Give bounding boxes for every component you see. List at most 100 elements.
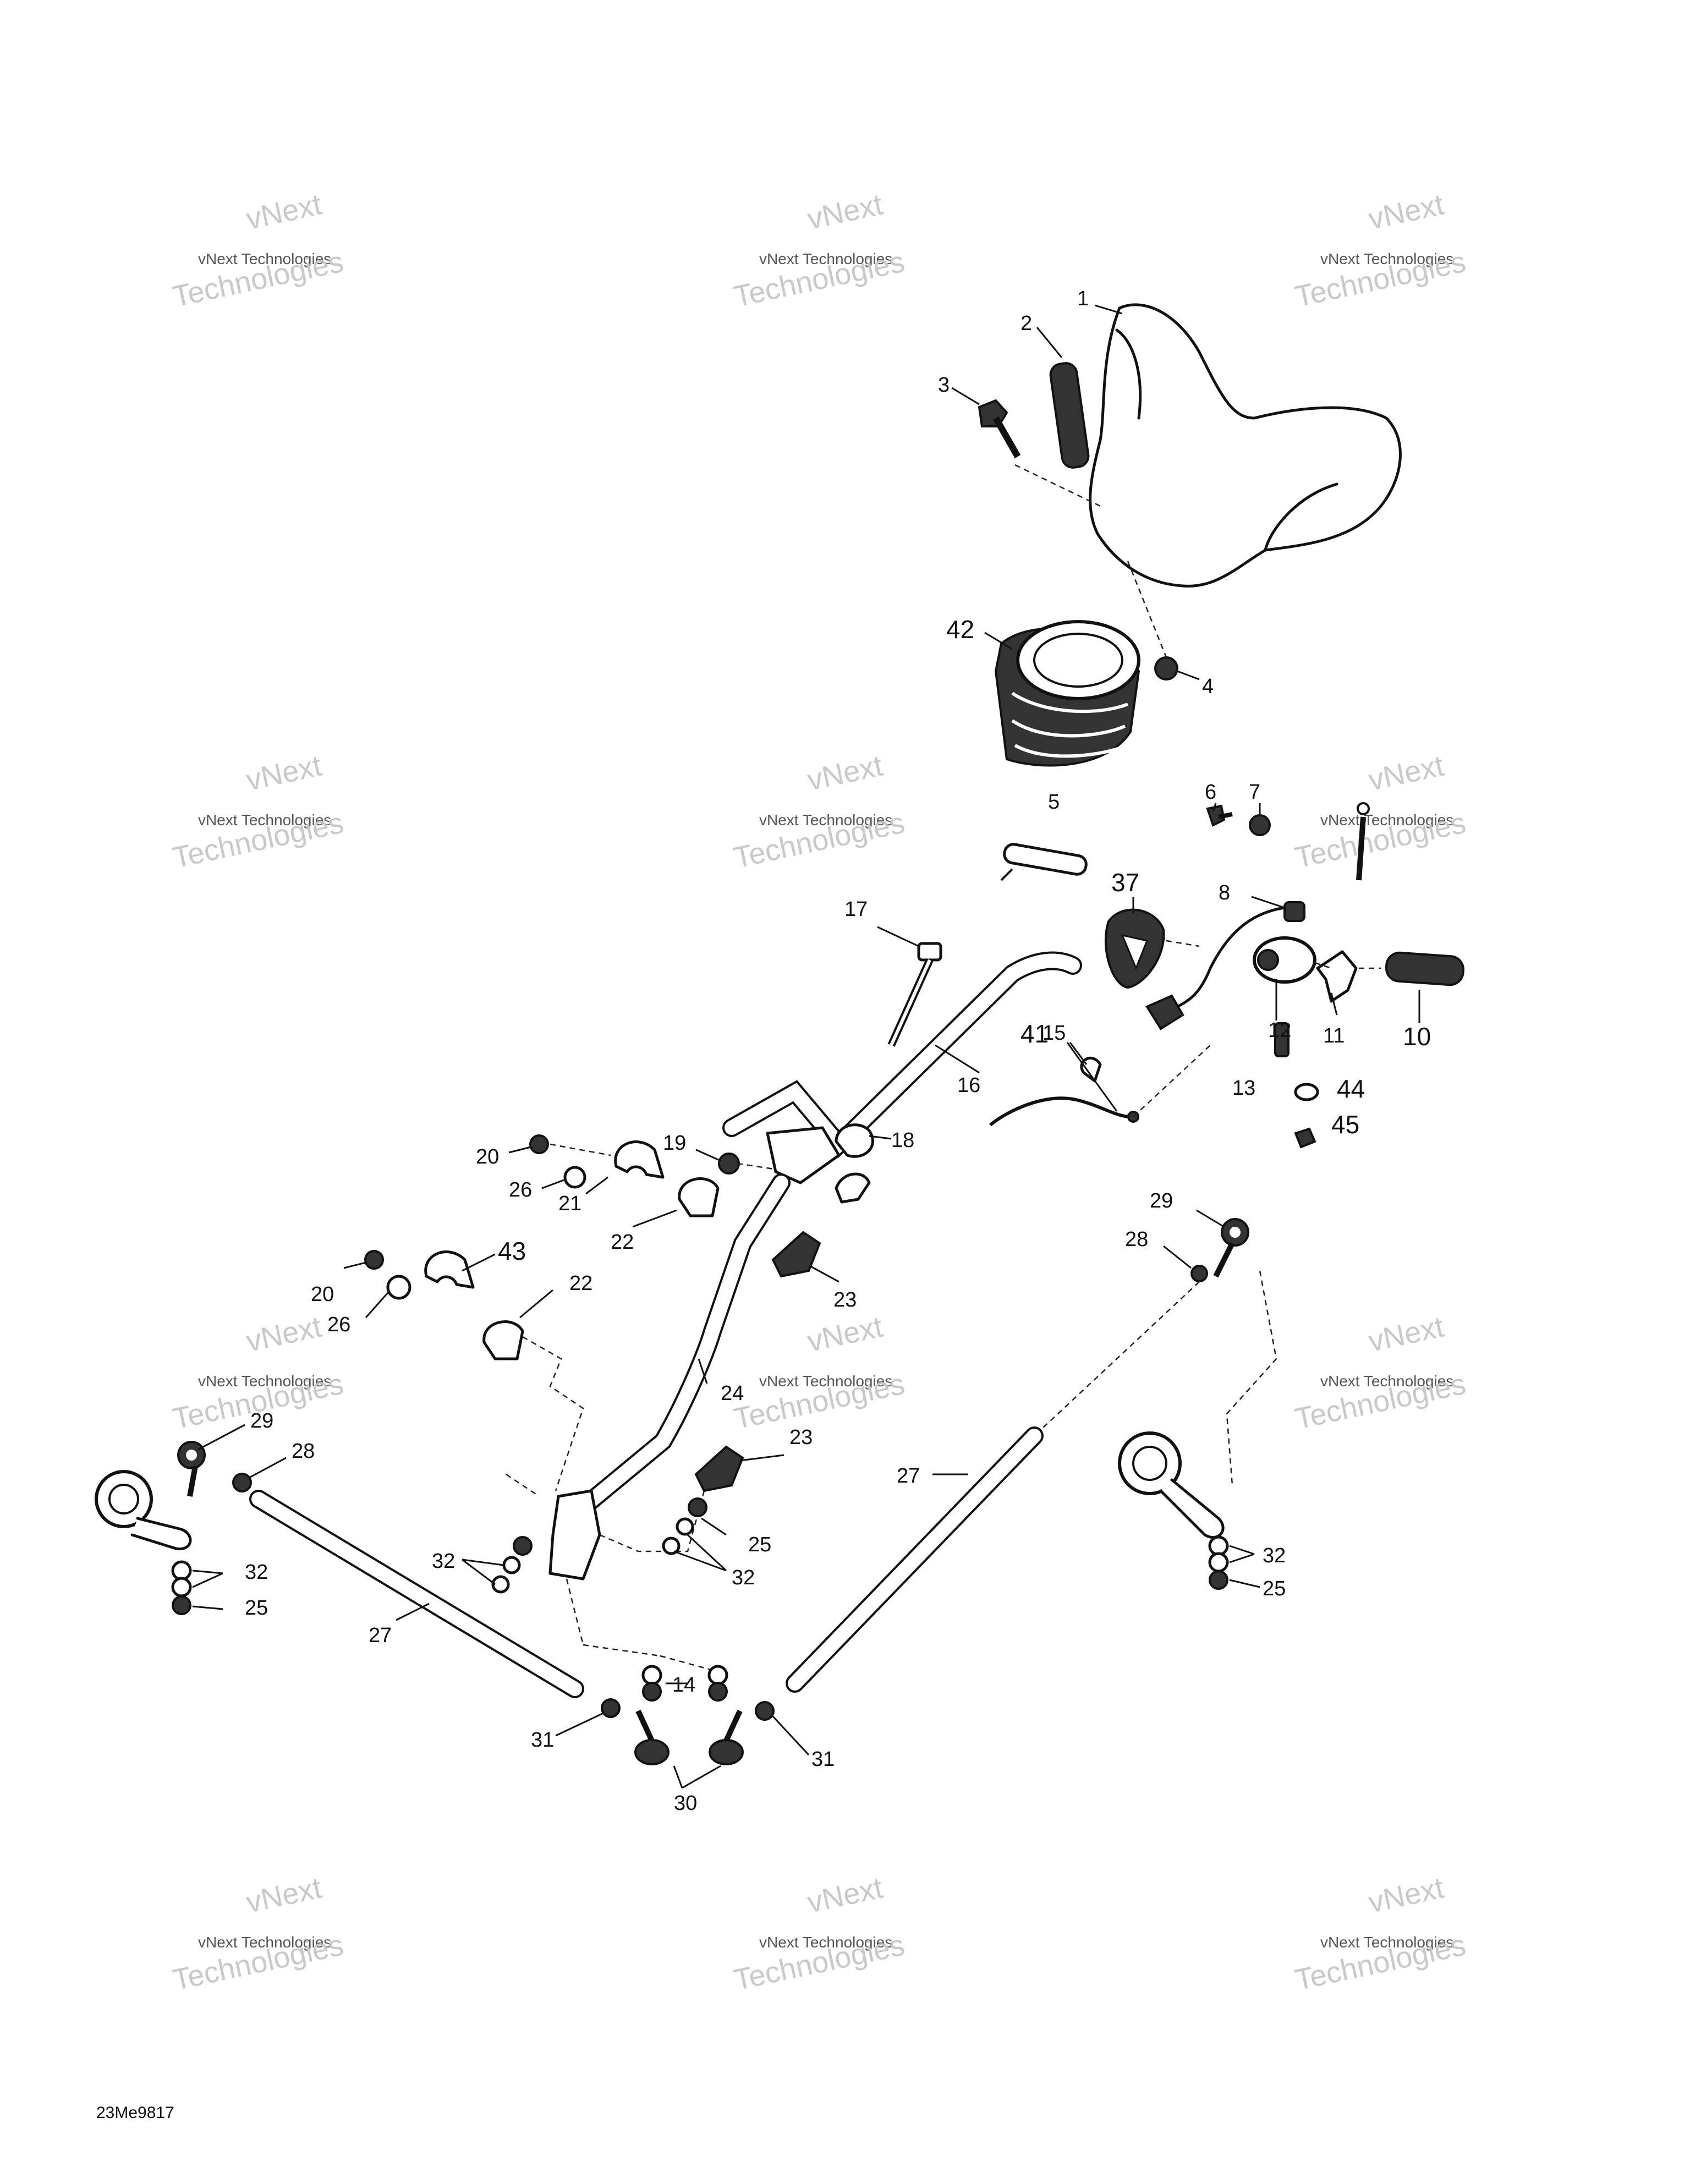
callout-30: 30 — [674, 1792, 697, 1815]
part-washer — [662, 1537, 681, 1555]
part-nut — [172, 1595, 191, 1615]
watermark: vNext vNext Technologies Technologies — [1292, 1872, 1469, 1997]
part-washer — [641, 1665, 662, 1686]
callout-25: 25 — [1263, 1577, 1286, 1600]
part-washer — [676, 1517, 694, 1536]
callout-15: 15 — [1042, 1022, 1066, 1045]
svg-text:vNext Technologies: vNext Technologies — [759, 1934, 892, 1951]
watermark: vNext vNext Technologies Technologies — [170, 188, 347, 314]
svg-text:vNext: vNext — [243, 749, 325, 797]
part-handlebar-clamp — [835, 1123, 874, 1204]
svg-text:vNext Technologies: vNext Technologies — [198, 250, 331, 267]
part-ball-joint — [709, 1709, 744, 1765]
callout-8: 8 — [1219, 881, 1230, 904]
svg-text:vNext: vNext — [1365, 1310, 1447, 1358]
part-spring — [1274, 1022, 1290, 1057]
part-nut — [755, 1701, 775, 1721]
part-nut — [1154, 656, 1178, 681]
part-bearing-half — [424, 1250, 475, 1289]
callout-5: 5 — [1048, 791, 1060, 814]
part-nut — [601, 1698, 621, 1718]
callout-31: 31 — [811, 1748, 835, 1771]
drawing-code: 23Me9817 — [96, 2104, 174, 2122]
callout-29: 29 — [250, 1409, 273, 1433]
part-ball-joint — [634, 1709, 670, 1765]
part-washer — [707, 1665, 728, 1686]
part-bellows-boot — [994, 620, 1140, 767]
callout-23: 23 — [833, 1288, 857, 1312]
svg-text:vNext Technologies: vNext Technologies — [1320, 1934, 1453, 1951]
part-nut — [642, 1682, 662, 1702]
callout-12: 12 — [1268, 1019, 1291, 1042]
callout-29: 29 — [1150, 1189, 1173, 1212]
part-washer — [1208, 1552, 1229, 1573]
part-bearing-half — [614, 1140, 665, 1179]
part-tie-rod-end — [177, 1441, 206, 1497]
part-nut-small — [1294, 1127, 1316, 1149]
part-throttle-cable-assembly — [1145, 901, 1464, 1030]
callout-labels: 1 2 3 4 42 5 6 7 37 8 41 12 11 10 17 16 … — [245, 287, 1431, 1815]
part-nut — [529, 1134, 549, 1154]
svg-text:vNext: vNext — [1365, 749, 1447, 797]
callout-25: 25 — [748, 1533, 771, 1556]
part-bolt — [887, 942, 942, 1047]
part-nut — [708, 1682, 728, 1702]
callout-44: 44 — [1337, 1074, 1365, 1103]
part-nut — [513, 1536, 533, 1556]
callout-22: 22 — [569, 1272, 592, 1295]
callout-1: 1 — [1077, 287, 1089, 310]
callout-22: 22 — [611, 1231, 634, 1254]
callout-20: 20 — [311, 1283, 334, 1306]
part-steering-arm — [95, 1470, 192, 1551]
callout-21: 21 — [558, 1192, 581, 1215]
part-nut — [1209, 1570, 1228, 1590]
callout-23: 23 — [789, 1426, 813, 1449]
part-steering-arm — [1118, 1431, 1225, 1539]
svg-text:vNext: vNext — [243, 1310, 325, 1358]
part-tie-rod — [786, 1426, 1044, 1693]
part-pin — [1356, 802, 1370, 881]
callout-3: 3 — [938, 374, 950, 397]
watermark: vNext vNext Technologies Technologies — [170, 749, 347, 875]
callout-28: 28 — [292, 1440, 315, 1463]
callout-11: 11 — [1323, 1024, 1345, 1047]
part-tie-rod-end — [1213, 1218, 1249, 1278]
callout-4: 4 — [1202, 675, 1214, 698]
part-handlebar-cover — [1089, 303, 1402, 588]
svg-text:vNext: vNext — [1365, 1872, 1447, 1919]
part-washer — [386, 1275, 411, 1300]
part-nut — [1190, 1265, 1208, 1282]
part-tie-rod — [249, 1490, 584, 1698]
callout-16: 16 — [957, 1074, 980, 1097]
part-washer — [491, 1575, 510, 1594]
part-washer — [1208, 1535, 1229, 1556]
callout-32: 32 — [245, 1561, 268, 1584]
svg-text:vNext: vNext — [243, 1872, 325, 1919]
callout-25: 25 — [245, 1596, 268, 1620]
watermark: vNext vNext Technologies Technologies — [1292, 188, 1469, 314]
watermark: vNext vNext Technologies Technologies — [731, 749, 908, 875]
part-throttle-housing — [1104, 908, 1165, 989]
callout-18: 18 — [891, 1129, 914, 1152]
svg-text:vNext Technologies: vNext Technologies — [1320, 1373, 1453, 1390]
part-kill-switch-cable — [989, 1096, 1131, 1127]
callout-28: 28 — [1125, 1228, 1148, 1251]
watermark: vNext vNext Technologies Technologies — [1292, 1310, 1469, 1436]
svg-text:vNext: vNext — [804, 749, 886, 797]
callout-7: 7 — [1249, 781, 1260, 804]
watermark: vNext vNext Technologies Technologies — [1292, 749, 1469, 875]
watermark: vNext vNext Technologies Technologies — [731, 1872, 908, 1997]
svg-text:vNext Technologies: vNext Technologies — [1320, 250, 1453, 267]
callout-20: 20 — [476, 1145, 499, 1168]
watermark: vNext vNext Technologies Technologies — [170, 1872, 347, 1997]
part-nut — [232, 1473, 252, 1492]
svg-text:vNext Technologies: vNext Technologies — [198, 811, 331, 828]
callout-42: 42 — [946, 615, 974, 644]
part-washer — [563, 1166, 586, 1189]
callout-32: 32 — [732, 1566, 755, 1589]
part-retainer — [694, 1445, 744, 1492]
leader-lines — [192, 304, 1420, 1789]
svg-text:vNext Technologies: vNext Technologies — [759, 1373, 892, 1390]
svg-text:vNext: vNext — [1365, 188, 1447, 236]
part-bushing — [482, 1320, 524, 1360]
